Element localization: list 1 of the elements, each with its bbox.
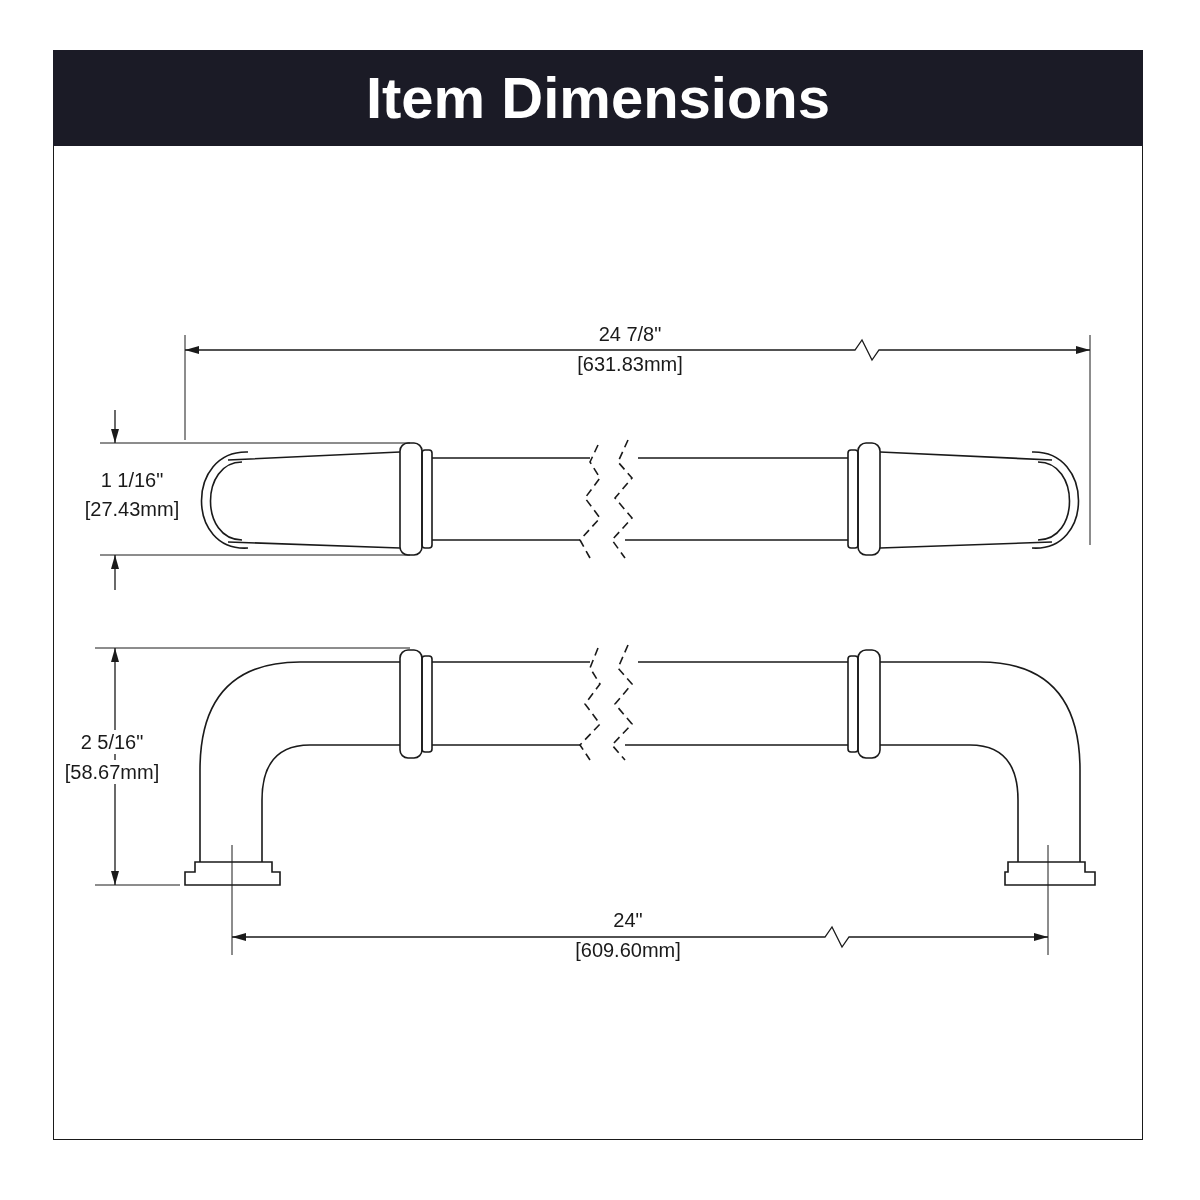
- title: Item Dimensions: [365, 69, 831, 127]
